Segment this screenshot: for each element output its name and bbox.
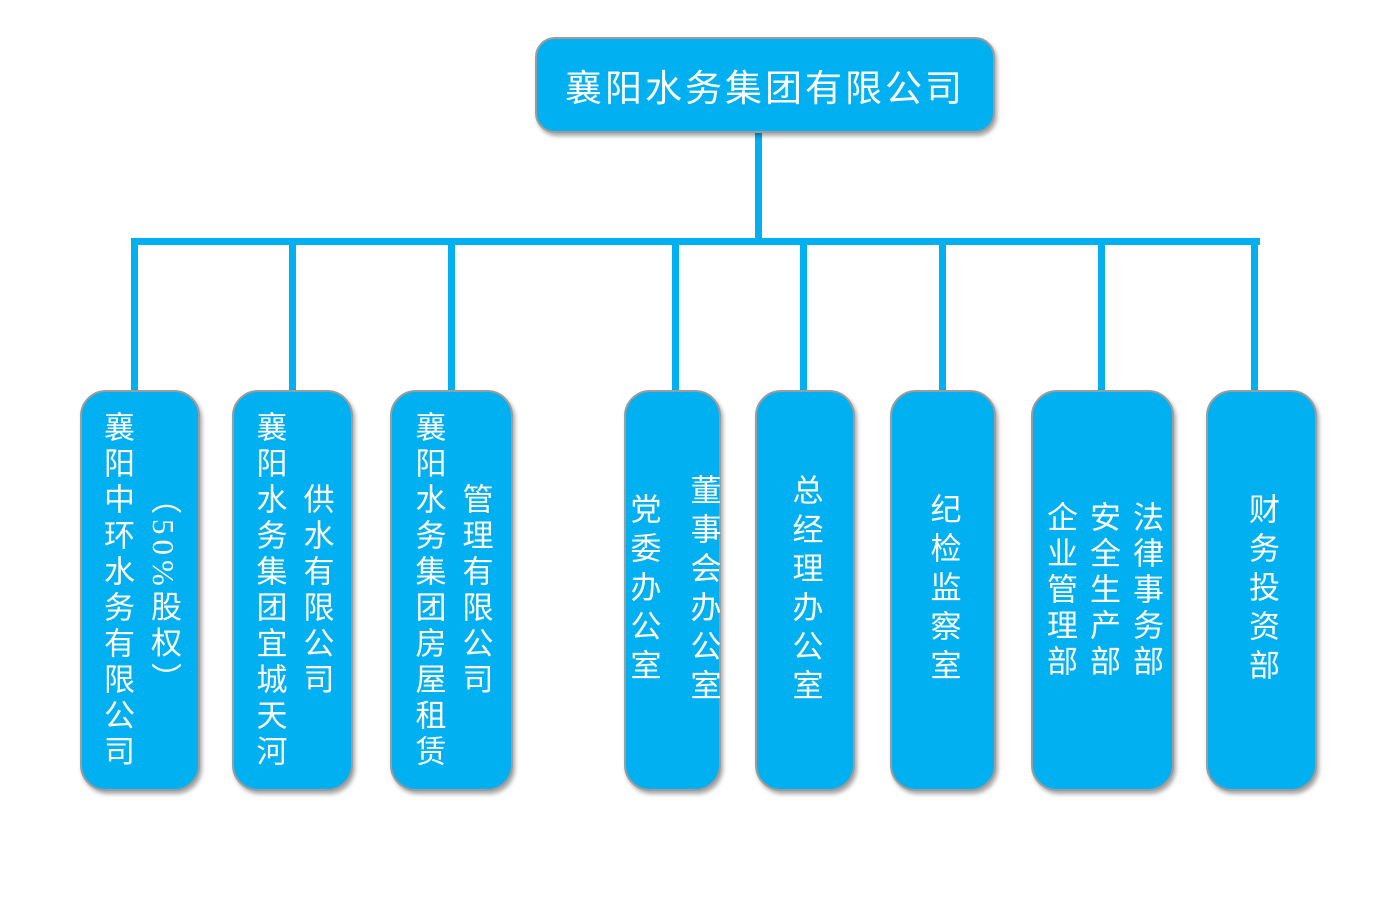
child-node-zhonghuan-water: 襄阳中环水务有限公司 （50%股权） (80, 390, 200, 791)
root-node-xiangyang-water-group: 襄阳水务集团有限公司 (535, 37, 995, 133)
connector-drop-5 (800, 238, 807, 392)
child-node-label: 襄阳水务集团房屋租赁 管理有限公司 (410, 410, 493, 771)
child-node-label: 企业管理部 安全生产部 法律事务部 (1042, 500, 1163, 681)
child-node-housing-rental-management: 襄阳水务集团房屋租赁 管理有限公司 (390, 390, 513, 791)
connector-drop-2 (289, 238, 296, 392)
connector-drop-7 (1098, 238, 1105, 392)
child-node-discipline-inspection-office: 纪检监察室 (890, 390, 996, 791)
child-node-label: 襄阳中环水务有限公司 （50%股权） (99, 410, 181, 771)
connector-drop-8 (1251, 238, 1258, 392)
child-node-board-and-party-office: 党委办公室 董事会办公室 (624, 390, 721, 791)
child-node-label: 总经理办公室 (787, 473, 823, 708)
child-node-label: 襄阳水务集团宜城天河 供水有限公司 (251, 410, 334, 771)
connector-root-stem (755, 132, 762, 245)
child-node-enterprise-safety-legal-depts: 企业管理部 安全生产部 法律事务部 (1031, 390, 1174, 791)
connector-drop-4 (672, 238, 679, 392)
child-node-label: 党委办公室 董事会办公室 (625, 473, 721, 708)
connector-bus (132, 238, 1260, 245)
child-node-label: 纪检监察室 (925, 493, 961, 688)
child-node-label: 财务投资部 (1244, 493, 1279, 688)
root-node-label: 襄阳水务集团有限公司 (565, 69, 965, 110)
connector-drop-1 (131, 238, 138, 392)
connector-drop-6 (939, 238, 946, 392)
child-node-general-manager-office: 总经理办公室 (755, 390, 855, 791)
child-node-finance-investment-dept: 财务投资部 (1206, 390, 1317, 791)
connector-drop-3 (448, 238, 455, 392)
child-node-yicheng-tianhe-water-supply: 襄阳水务集团宜城天河 供水有限公司 (232, 390, 353, 791)
